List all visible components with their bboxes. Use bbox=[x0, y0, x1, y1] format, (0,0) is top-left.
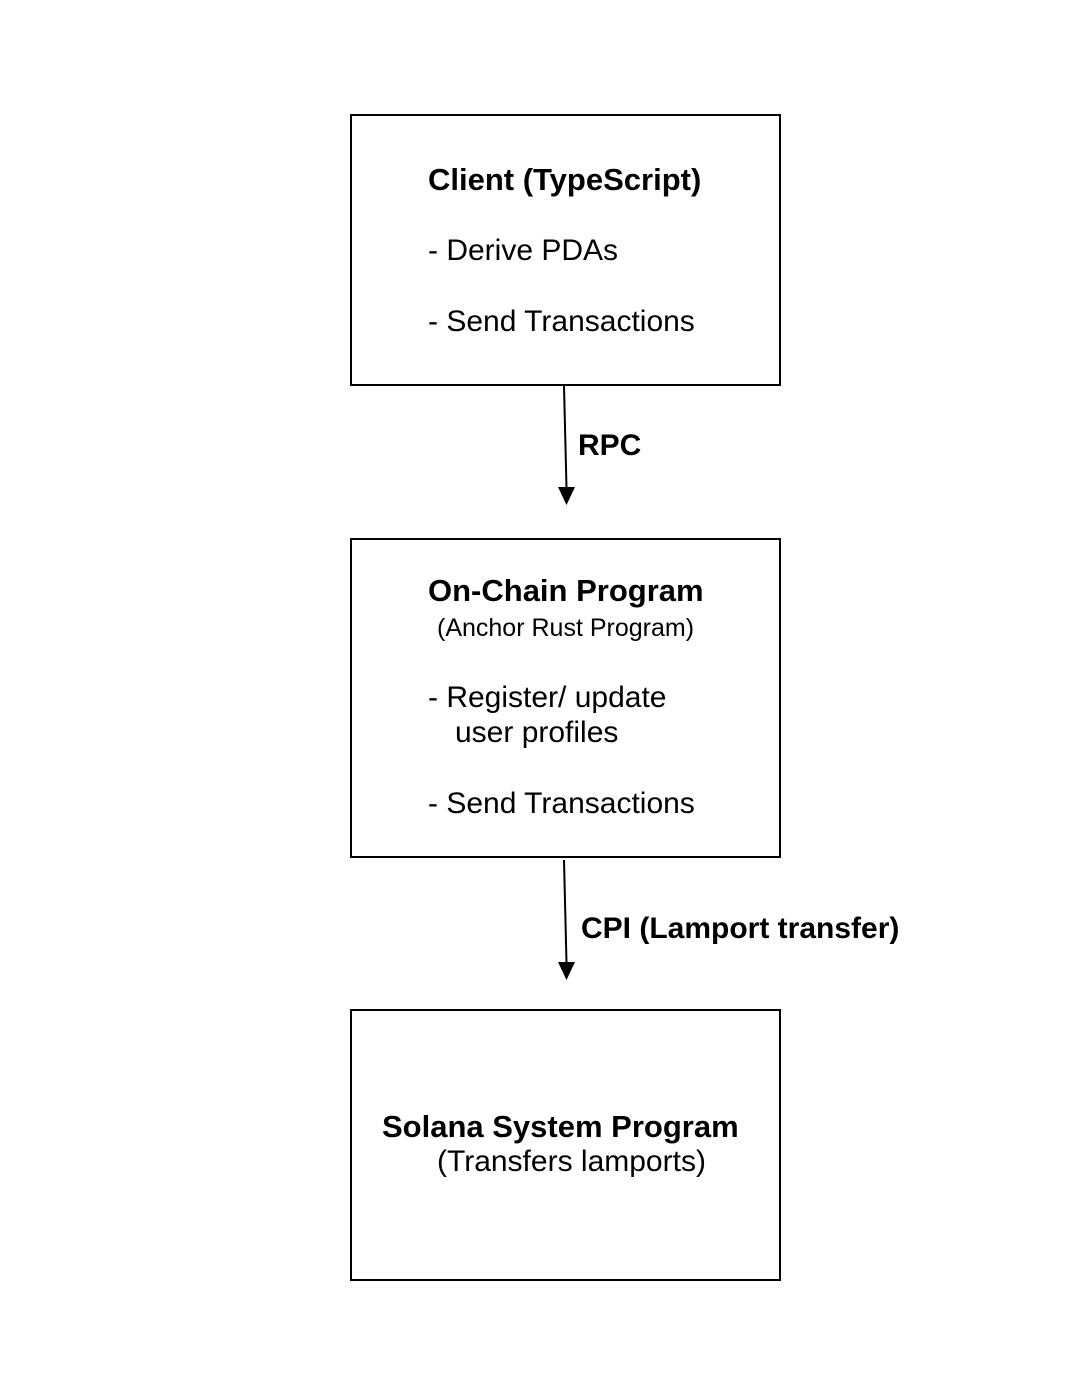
cpi-arrow-line bbox=[563, 859, 568, 964]
rpc-label: RPC bbox=[578, 429, 642, 462]
program-title: On-Chain Program bbox=[428, 573, 704, 608]
program-subtitle: (Anchor Rust Program) bbox=[437, 614, 695, 642]
rpc-arrowhead bbox=[558, 487, 575, 505]
program-item-register-line1: - Register/ update bbox=[428, 681, 667, 714]
client-box bbox=[350, 114, 781, 386]
cpi-label: CPI (Lamport transfer) bbox=[581, 912, 900, 945]
on-chain-program-box bbox=[350, 538, 781, 858]
client-item-send-transactions: - Send Transactions bbox=[428, 305, 695, 338]
program-item-register-line2: user profiles bbox=[455, 716, 619, 749]
system-subtitle: (Transfers lamports) bbox=[437, 1145, 706, 1178]
client-title: Client (TypeScript) bbox=[428, 162, 702, 197]
cpi-arrowhead bbox=[558, 962, 575, 980]
rpc-arrow-line bbox=[563, 385, 568, 489]
client-item-derive-pdas: - Derive PDAs bbox=[428, 234, 619, 267]
program-item-send-transactions: - Send Transactions bbox=[428, 787, 695, 820]
system-program-box bbox=[350, 1009, 781, 1281]
system-title: Solana System Program bbox=[382, 1109, 739, 1144]
